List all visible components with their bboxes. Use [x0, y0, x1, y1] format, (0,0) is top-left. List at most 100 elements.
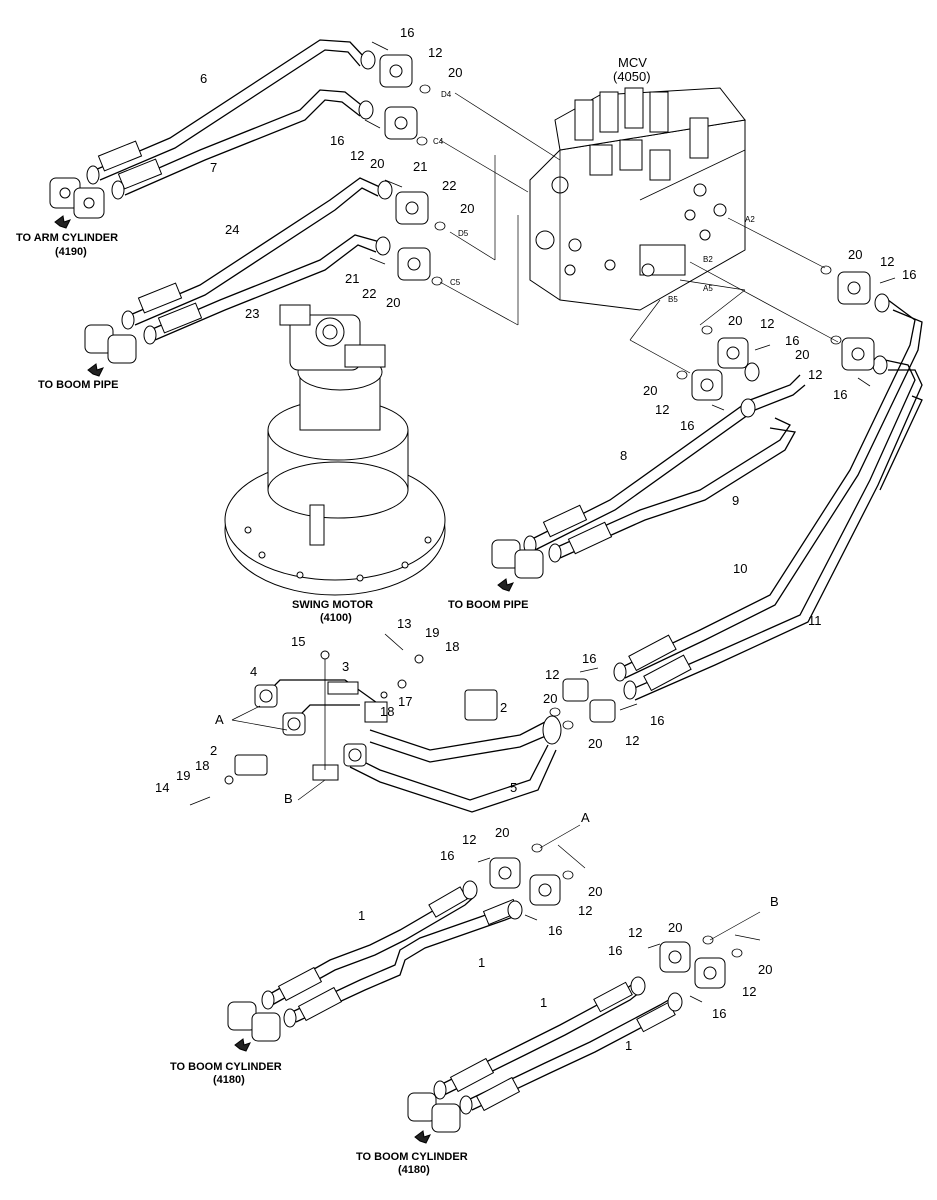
- callout-1c: 1: [540, 995, 547, 1010]
- callout-21a: 21: [413, 159, 427, 174]
- callout-3: 3: [342, 659, 349, 674]
- callout-20m: 20: [668, 920, 682, 935]
- dest-boom-cylinder-2-code: (4180): [398, 1164, 430, 1176]
- callout-12d: 12: [655, 402, 669, 417]
- callout-20j: 20: [588, 736, 602, 751]
- port-b2: B2: [703, 255, 713, 264]
- ref-b-left: B: [284, 791, 293, 806]
- callout-6: 6: [200, 71, 207, 86]
- callout-12f: 12: [808, 367, 822, 382]
- callout-20b: 20: [370, 156, 384, 171]
- callout-12g: 12: [545, 667, 559, 682]
- dest-arm-cylinder: TO ARM CYLINDER: [16, 232, 118, 244]
- callout-9: 9: [732, 493, 739, 508]
- callout-16h: 16: [650, 713, 664, 728]
- callout-2a: 2: [500, 700, 507, 715]
- mcv-label: MCV: [618, 55, 647, 70]
- callout-16i: 16: [440, 848, 454, 863]
- callout-11: 11: [808, 613, 822, 628]
- callout-12i: 12: [462, 832, 476, 847]
- callout-1d: 1: [625, 1038, 632, 1053]
- callout-20l: 20: [588, 884, 602, 899]
- ref-a-left: A: [215, 712, 224, 727]
- boom-hose-a-drawing: [227, 824, 586, 1052]
- port-d5: D5: [458, 229, 469, 238]
- callout-16l: 16: [712, 1006, 726, 1021]
- port-leader-lines: [439, 92, 839, 374]
- callout-18a: 18: [445, 639, 459, 654]
- callout-20d: 20: [386, 295, 400, 310]
- callout-20n: 20: [758, 962, 772, 977]
- callout-14: 14: [155, 780, 169, 795]
- callout-12a: 12: [428, 45, 442, 60]
- callout-20a: 20: [448, 65, 462, 80]
- callout-23: 23: [245, 306, 259, 321]
- callout-16e: 16: [902, 267, 916, 282]
- dest-boom-pipe-left: TO BOOM PIPE: [38, 379, 118, 391]
- swing-motor-code: (4100): [320, 612, 352, 624]
- port-b5: B5: [668, 295, 678, 304]
- mcv-code: (4050): [613, 69, 651, 84]
- hose-6-7-drawing: [49, 39, 431, 229]
- callout-19a: 19: [425, 625, 439, 640]
- callout-10: 10: [733, 561, 747, 576]
- callout-22b: 22: [362, 286, 376, 301]
- callout-20c: 20: [460, 201, 474, 216]
- callout-2b: 2: [210, 743, 217, 758]
- callout-16g: 16: [582, 651, 596, 666]
- callout-1b: 1: [478, 955, 485, 970]
- callout-12h: 12: [625, 733, 639, 748]
- callout-20k: 20: [495, 825, 509, 840]
- port-c5: C5: [450, 278, 461, 287]
- callout-16j: 16: [548, 923, 562, 938]
- callout-5: 5: [510, 780, 517, 795]
- callout-16c: 16: [785, 333, 799, 348]
- hose-10-11-drawing: [613, 265, 923, 701]
- callout-20e: 20: [728, 313, 742, 328]
- port-a2: A2: [745, 215, 755, 224]
- callout-12j: 12: [578, 903, 592, 918]
- mcv-valve-drawing: [529, 87, 746, 311]
- callout-18b: 18: [380, 704, 394, 719]
- callout-12e: 12: [880, 254, 894, 269]
- swing-motor-label: SWING MOTOR: [292, 599, 373, 611]
- hose-23-24-drawing: [84, 177, 446, 377]
- callout-20g: 20: [848, 247, 862, 262]
- callout-20h: 20: [795, 347, 809, 362]
- hose-8-9-drawing: [491, 325, 806, 592]
- callout-4: 4: [250, 664, 257, 679]
- callout-12c: 12: [760, 316, 774, 331]
- dest-boom-cylinder-2: TO BOOM CYLINDER: [356, 1151, 468, 1163]
- callout-1a: 1: [358, 908, 365, 923]
- callout-16k: 16: [608, 943, 622, 958]
- callout-8: 8: [620, 448, 627, 463]
- callout-17: 17: [398, 694, 412, 709]
- callout-12l: 12: [742, 984, 756, 999]
- callout-13: 13: [397, 616, 411, 631]
- callout-24: 24: [225, 222, 239, 237]
- port-d4: D4: [441, 90, 452, 99]
- callout-19b: 19: [176, 768, 190, 783]
- pipe-assembly-drawing: [189, 633, 638, 813]
- callout-21b: 21: [345, 271, 359, 286]
- callout-16f: 16: [833, 387, 847, 402]
- ref-b-right: B: [770, 894, 779, 909]
- callout-15: 15: [291, 634, 305, 649]
- callout-20i: 20: [543, 691, 557, 706]
- callout-22a: 22: [442, 178, 456, 193]
- callout-16b: 16: [330, 133, 344, 148]
- dest-boom-cylinder-1: TO BOOM CYLINDER: [170, 1061, 282, 1073]
- callout-7: 7: [210, 160, 217, 175]
- callout-18c: 18: [195, 758, 209, 773]
- boom-hose-b-drawing: [407, 911, 761, 1144]
- ref-a-right: A: [581, 810, 590, 825]
- callout-16a: 16: [400, 25, 414, 40]
- swing-motor-drawing: [224, 304, 446, 596]
- callout-12k: 12: [628, 925, 642, 940]
- port-c4: C4: [433, 137, 444, 146]
- callout-16d: 16: [680, 418, 694, 433]
- dest-boom-cylinder-1-code: (4180): [213, 1074, 245, 1086]
- callout-12b: 12: [350, 148, 364, 163]
- dest-boom-pipe-right: TO BOOM PIPE: [448, 599, 528, 611]
